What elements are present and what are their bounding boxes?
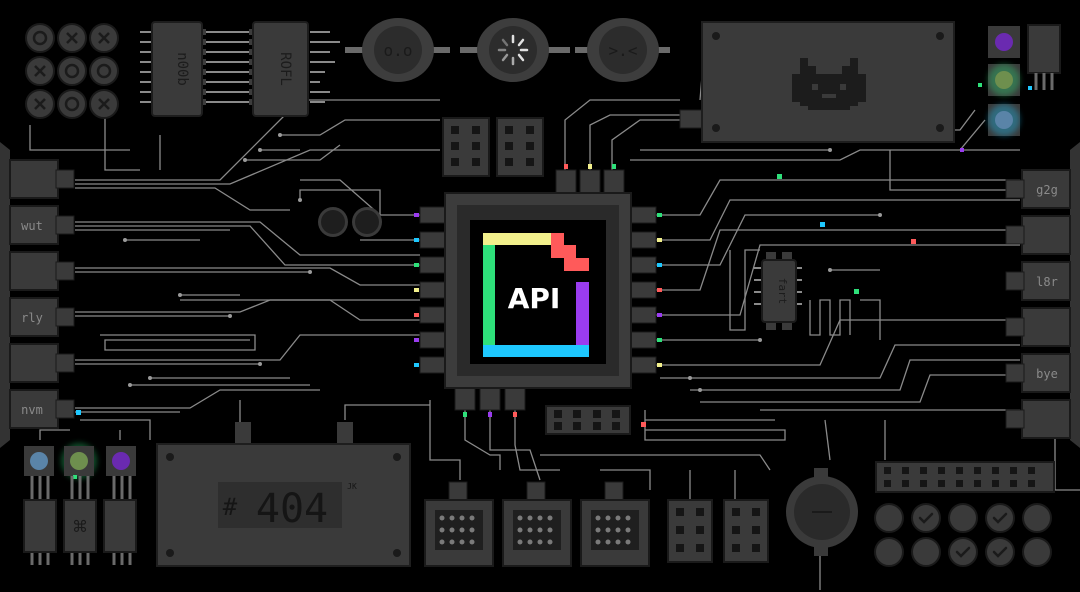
loading-spinner-icon [497, 34, 529, 66]
small-chip-fart: fart [754, 252, 802, 330]
port-label: nvm [21, 403, 43, 417]
led-cluster-top-right [960, 24, 1061, 152]
signal-dots [641, 174, 916, 427]
header-sockets-top [442, 117, 544, 177]
small-chip-label: fart [776, 278, 789, 305]
left-ports: wut rly nvm [0, 142, 81, 448]
button-matrix[interactable] [25, 23, 119, 119]
port-label: wut [21, 219, 43, 233]
pin-connectors [424, 481, 650, 567]
api-chip[interactable]: API [414, 164, 662, 417]
pixel-cat-icon [792, 58, 866, 110]
spinner-button[interactable] [460, 18, 570, 82]
face-label: >.< [609, 41, 638, 60]
port-label: g2g [1036, 183, 1058, 197]
trace-dots [123, 133, 882, 392]
led-purple [995, 33, 1013, 51]
face-button-squint[interactable]: >.< [575, 18, 670, 82]
ic-chip-label: n00b [174, 52, 190, 86]
right-ports: g2g l8r bye [1005, 142, 1080, 448]
ic-chip-label: ROFL [277, 52, 293, 86]
coin-battery [786, 468, 858, 556]
checkmark-icon [918, 512, 1008, 558]
command-key-icon: ⌘ [72, 517, 88, 536]
api-logo: API [483, 233, 589, 357]
api-chip-label: API [508, 282, 561, 315]
port-label: rly [21, 311, 43, 325]
circuit-traces [29, 39, 1080, 590]
face-label: o.o [384, 41, 413, 60]
capacitors [318, 207, 382, 237]
header-row-bottom-right [875, 461, 1055, 493]
error-tag: JK [347, 482, 357, 491]
checkbox-button-grid[interactable] [874, 503, 1052, 567]
cat-display-panel [679, 21, 955, 143]
header-socket-bottom [545, 405, 631, 435]
face-button-o-o[interactable]: o.o [345, 18, 450, 82]
port-label: l8r [1036, 275, 1058, 289]
led-green [995, 71, 1013, 89]
port-label: bye [1036, 367, 1058, 381]
error-code: 404 [256, 486, 328, 532]
led-cyan [995, 111, 1013, 129]
led-cluster-bottom-left: ⌘ [23, 443, 137, 565]
small-sockets [667, 499, 769, 563]
ic-chip-n00b: n00b [140, 21, 340, 117]
ic-chip-rofl: ROFL [252, 21, 309, 117]
error-hash: # [223, 493, 238, 521]
error-404-display: # 404 JK [156, 422, 411, 567]
